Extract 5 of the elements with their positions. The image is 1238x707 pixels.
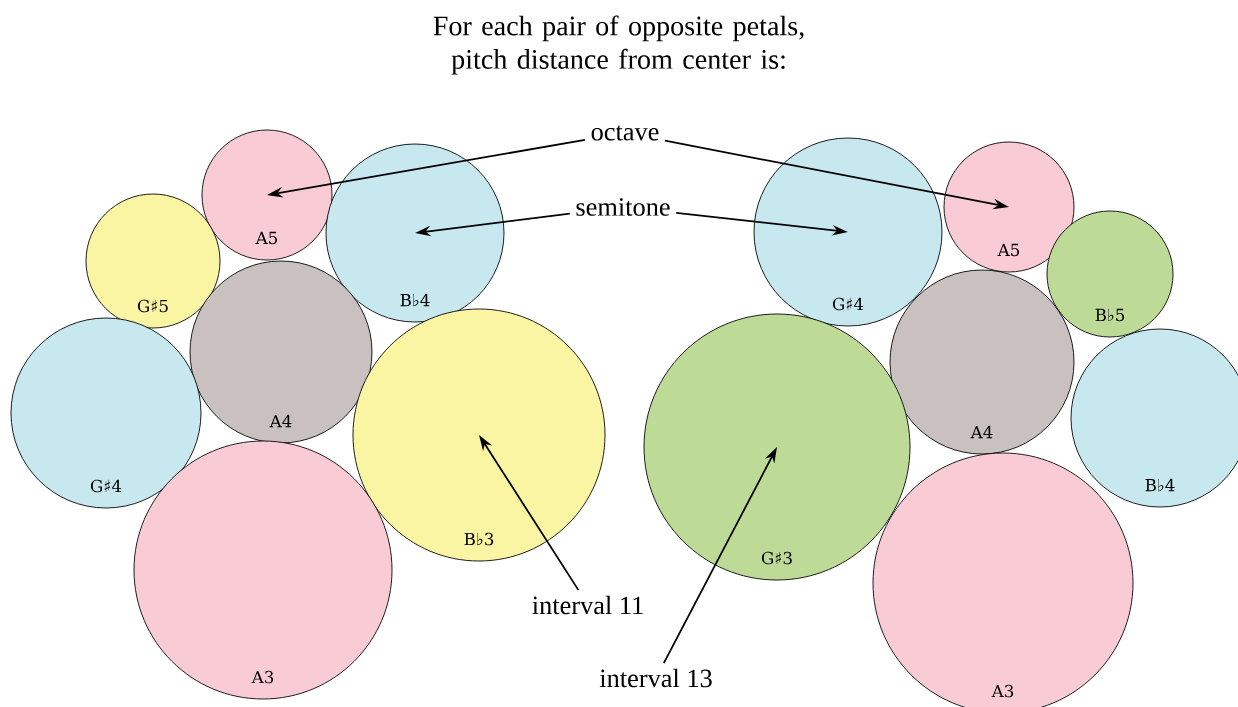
annotation-text: interval 11 xyxy=(532,595,643,615)
annotation-text: semitone xyxy=(576,198,670,216)
annotation-text: interval 13 xyxy=(599,668,712,688)
heading: For each pair of opposite petals, pitch distance from center is: xyxy=(433,15,804,75)
annotation-text: octave xyxy=(591,125,659,141)
